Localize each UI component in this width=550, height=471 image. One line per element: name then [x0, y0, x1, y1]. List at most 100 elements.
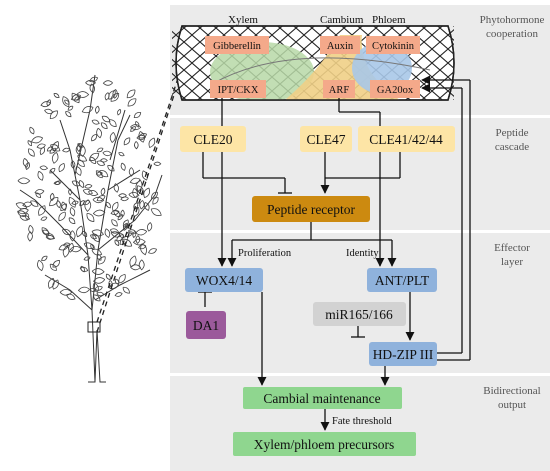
leaf	[70, 160, 76, 169]
leaf	[68, 242, 74, 253]
leaf	[128, 167, 134, 177]
leaf	[105, 201, 111, 209]
leaf	[97, 256, 106, 265]
leaf	[83, 242, 95, 249]
leaf	[133, 111, 142, 119]
leaf	[92, 282, 99, 293]
leaf	[67, 105, 74, 111]
leaf	[108, 280, 113, 288]
leaf	[88, 152, 100, 161]
leaf	[37, 170, 44, 181]
edge-label-proliferation: Proliferation	[238, 248, 292, 259]
leaf	[44, 108, 54, 115]
leaf	[35, 192, 42, 198]
leaf	[22, 158, 29, 168]
leaf	[110, 231, 122, 238]
leaf	[82, 230, 88, 238]
leaf	[90, 234, 97, 240]
leaf	[92, 209, 106, 217]
svg-text:Cytokinin: Cytokinin	[372, 41, 415, 52]
leaf	[56, 200, 61, 209]
leaf	[96, 160, 106, 166]
leaf	[90, 243, 95, 251]
leaf	[126, 89, 136, 99]
effector-da1: DA1	[186, 311, 226, 339]
leaf	[61, 228, 72, 236]
leaf	[40, 216, 48, 221]
leaf	[46, 99, 51, 107]
leaf	[25, 161, 30, 171]
band-label-line1: Phytohormone	[480, 14, 545, 26]
leaf	[34, 189, 45, 195]
leaf	[58, 244, 69, 251]
leaf	[15, 202, 28, 210]
leaf	[39, 165, 49, 171]
leaf	[113, 210, 121, 218]
leaf	[100, 187, 106, 196]
leaf	[133, 202, 139, 210]
leaf	[38, 205, 46, 216]
leaf	[51, 152, 59, 164]
leaf	[19, 214, 31, 221]
leaf	[151, 191, 158, 199]
leaf	[82, 200, 91, 206]
tree-leaves	[15, 76, 162, 302]
leaf	[95, 171, 103, 176]
leaf	[152, 196, 159, 205]
leaf	[79, 200, 85, 207]
leaf	[49, 110, 58, 120]
phloem-label: Phloem	[372, 14, 406, 26]
leaf	[84, 184, 93, 189]
leaf	[120, 162, 126, 171]
leaf	[91, 229, 104, 237]
leaf	[65, 111, 72, 118]
tree-illustration	[19, 74, 163, 383]
effector-wox4-14: WOX4/14	[185, 268, 263, 292]
trunk-section-marker	[87, 321, 101, 333]
leaf	[113, 183, 119, 193]
leaf	[89, 287, 98, 292]
leaf	[91, 248, 103, 256]
peptide-receptor: Peptide receptor	[252, 196, 370, 222]
leaf	[89, 156, 96, 164]
band-label-line2: cooperation	[486, 28, 538, 40]
gene-ipt-ckx: IPT/CKX	[210, 80, 266, 98]
leaf	[81, 106, 94, 114]
leaf	[91, 133, 98, 142]
leaf	[28, 148, 35, 157]
leaf	[123, 137, 131, 146]
leaf	[143, 187, 150, 199]
leaf	[130, 126, 136, 132]
leaf	[91, 268, 105, 275]
leaf	[108, 282, 120, 290]
hormone-auxin: Auxin	[320, 36, 360, 54]
leaf	[27, 231, 33, 242]
leaf	[114, 278, 120, 285]
leaf	[120, 196, 129, 202]
leaf	[79, 266, 89, 272]
svg-text:DA1: DA1	[193, 318, 219, 333]
effector-ant-plt: ANT/PLT	[367, 268, 437, 292]
band-label-line1: Peptide	[496, 127, 529, 139]
leaf	[138, 133, 148, 139]
leaf	[96, 147, 104, 153]
peptide-cle47: CLE47	[300, 126, 352, 152]
leaf	[79, 144, 86, 157]
leaf	[42, 229, 50, 235]
leaf	[135, 179, 143, 193]
cambium-label: Cambium	[320, 14, 364, 26]
leaf	[93, 294, 101, 302]
svg-text:Auxin: Auxin	[327, 41, 354, 52]
band-label-line1: Effector	[494, 242, 530, 254]
leaf	[30, 136, 44, 144]
leaf	[118, 151, 125, 157]
leaf	[129, 255, 137, 268]
leaf	[132, 231, 137, 239]
edge-label-fate: Fate threshold	[332, 416, 393, 427]
leaf	[136, 134, 146, 141]
leaf	[148, 137, 156, 148]
leaf	[122, 286, 130, 294]
leaf	[109, 119, 117, 128]
leaf	[92, 233, 100, 243]
leaf	[58, 162, 65, 173]
